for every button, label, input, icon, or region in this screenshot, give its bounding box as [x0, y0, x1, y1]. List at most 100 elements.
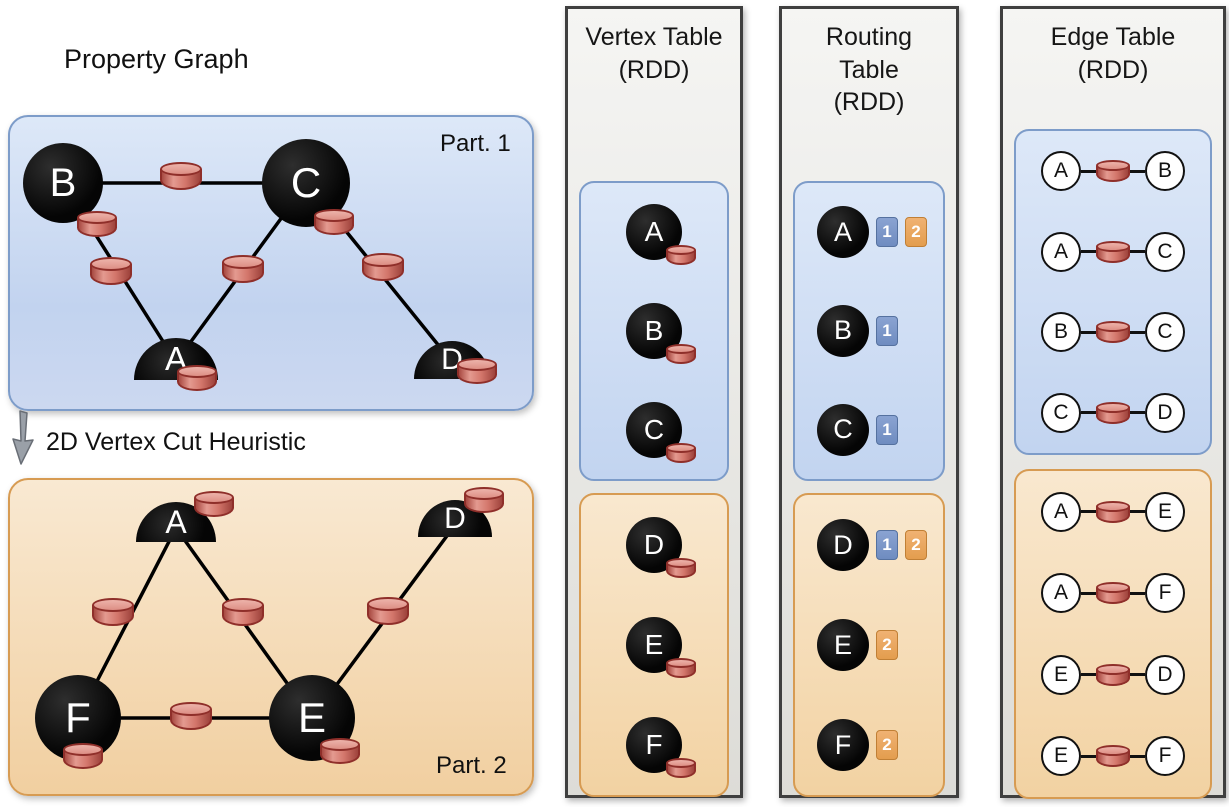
vertex-property-cylinder-icon — [666, 442, 696, 463]
edge-line — [1130, 330, 1145, 334]
routing-row: E 2 — [795, 619, 943, 671]
edge-src-vertex: E — [1041, 654, 1081, 695]
edge-dst-vertex: B — [1145, 151, 1185, 192]
edge-property-cylinder-icon — [1096, 663, 1130, 686]
edge-line — [1081, 411, 1096, 415]
vertex-property-cylinder-icon — [63, 743, 103, 769]
edge-line — [1081, 673, 1096, 677]
edge-row: B C — [1041, 312, 1185, 353]
routing-table-title-line3: (RDD) — [833, 88, 905, 116]
routing-row: F 2 — [795, 719, 943, 771]
edge-property-cylinder-icon — [90, 257, 132, 285]
routing-table-title-line2: Table — [839, 55, 899, 84]
vertex-entry: C — [626, 401, 696, 463]
edge-row: A B — [1041, 151, 1185, 192]
edge-property-cylinder-icon — [92, 598, 134, 626]
edge-line — [1081, 754, 1096, 758]
edge-line — [1130, 673, 1145, 677]
edge-line — [1081, 591, 1096, 595]
routing-row: A 1 2 — [795, 206, 943, 259]
edge-property-cylinder-icon — [222, 255, 264, 283]
vertex-label: E — [817, 619, 869, 671]
edge-property-cylinder-icon — [1096, 401, 1130, 424]
partition-2-badge: 2 — [876, 730, 898, 760]
edge-dst-vertex: F — [1145, 573, 1185, 614]
edge-line — [1081, 169, 1096, 173]
partition-1-badge: 1 — [876, 414, 898, 445]
edge-dst-vertex: F — [1145, 736, 1185, 777]
edge-property-cylinder-icon — [170, 702, 212, 730]
edge-row: A F — [1041, 573, 1185, 614]
vertex-table-partition2: D E F — [579, 493, 729, 797]
partition-2-badge: 2 — [905, 530, 927, 560]
vertex-property-cylinder-icon — [314, 209, 354, 235]
edge-src-vertex: A — [1041, 491, 1081, 532]
edge-line — [1130, 510, 1145, 514]
edge-dst-vertex: D — [1145, 392, 1185, 433]
edge-row: C D — [1041, 392, 1185, 433]
edge-property-cylinder-icon — [1096, 160, 1130, 183]
edge-src-vertex: A — [1041, 151, 1081, 192]
edge-src-vertex: B — [1041, 312, 1081, 353]
vertex-property-cylinder-icon — [77, 211, 117, 237]
edge-line — [1081, 510, 1096, 514]
edge-row: E D — [1041, 654, 1185, 695]
edge-row: E F — [1041, 736, 1185, 777]
vertex-property-cylinder-icon — [666, 245, 696, 266]
page-title: Property Graph — [64, 44, 249, 74]
vertex-property-cylinder-icon — [457, 358, 497, 384]
routing-row: C 1 — [795, 403, 943, 456]
routing-table-title-line1: Routing — [825, 23, 913, 51]
partition-2-label: Part. 2 — [436, 752, 507, 779]
edge-property-cylinder-icon — [1096, 321, 1130, 344]
vertex-table-title: Vertex Table (RDD) — [568, 21, 740, 86]
edge-dst-vertex: E — [1145, 491, 1185, 532]
vertex-property-cylinder-icon — [194, 491, 234, 517]
edge-table-title: Edge Table (RDD) — [1003, 21, 1223, 86]
edge-row: A C — [1041, 231, 1185, 272]
edge-src-vertex: A — [1041, 573, 1081, 614]
vertex-entry: A — [626, 204, 696, 266]
edge-property-cylinder-icon — [362, 253, 404, 281]
cut-heuristic-label: 2D Vertex Cut Heuristic — [46, 428, 306, 456]
vertex-entry: D — [626, 517, 696, 578]
edge-line — [1130, 411, 1145, 415]
partition-1-badge: 1 — [876, 217, 898, 248]
routing-row: D 1 2 — [795, 519, 943, 571]
routing-table-column: Routing Table (RDD) A 1 2 B 1 C 1 D 1 — [779, 6, 959, 798]
routing-table-title: Routing Table (RDD) — [782, 21, 956, 119]
edge-row: A E — [1041, 491, 1185, 532]
edge-table-title-line1: Edge Table — [1050, 23, 1176, 51]
edge-property-cylinder-icon — [1096, 745, 1130, 768]
routing-row: B 1 — [795, 304, 943, 357]
partition-2-badge: 2 — [876, 630, 898, 660]
edge-src-vertex: E — [1041, 736, 1081, 777]
partition-2-badge: 2 — [905, 217, 927, 248]
vertex-property-cylinder-icon — [464, 487, 504, 513]
edge-property-cylinder-icon — [367, 597, 409, 625]
edge-property-cylinder-icon — [222, 598, 264, 626]
vertex-label: A — [626, 204, 682, 261]
vertex-property-cylinder-icon — [666, 558, 696, 578]
edge-dst-vertex: C — [1145, 231, 1185, 272]
routing-table-partition2: D 1 2 E 2 F 2 — [793, 493, 945, 797]
vertex-table-column: Vertex Table (RDD) A B C D E — [565, 6, 743, 798]
edge-src-vertex: C — [1041, 392, 1081, 433]
vertex-property-cylinder-icon — [666, 343, 696, 364]
edge-line — [1081, 330, 1096, 334]
vertex-property-cylinder-icon — [177, 365, 217, 391]
vertex-table-title-line2: (RDD) — [618, 55, 690, 84]
vertex-entry: F — [626, 717, 696, 778]
edge-table-partition2: A E A F E D E — [1014, 469, 1212, 799]
routing-table-partition1: A 1 2 B 1 C 1 — [793, 181, 945, 481]
vertex-label: F — [817, 719, 869, 771]
vertex-label: D — [817, 519, 869, 571]
partition-1-badge: 1 — [876, 315, 898, 346]
edge-table-column: Edge Table (RDD) A B A C B — [1000, 6, 1226, 799]
edge-property-cylinder-icon — [1096, 582, 1130, 605]
vertex-label: B — [817, 304, 869, 357]
edge-property-cylinder-icon — [1096, 240, 1130, 263]
vertex-property-cylinder-icon — [666, 658, 696, 678]
edge-line — [1130, 250, 1145, 254]
